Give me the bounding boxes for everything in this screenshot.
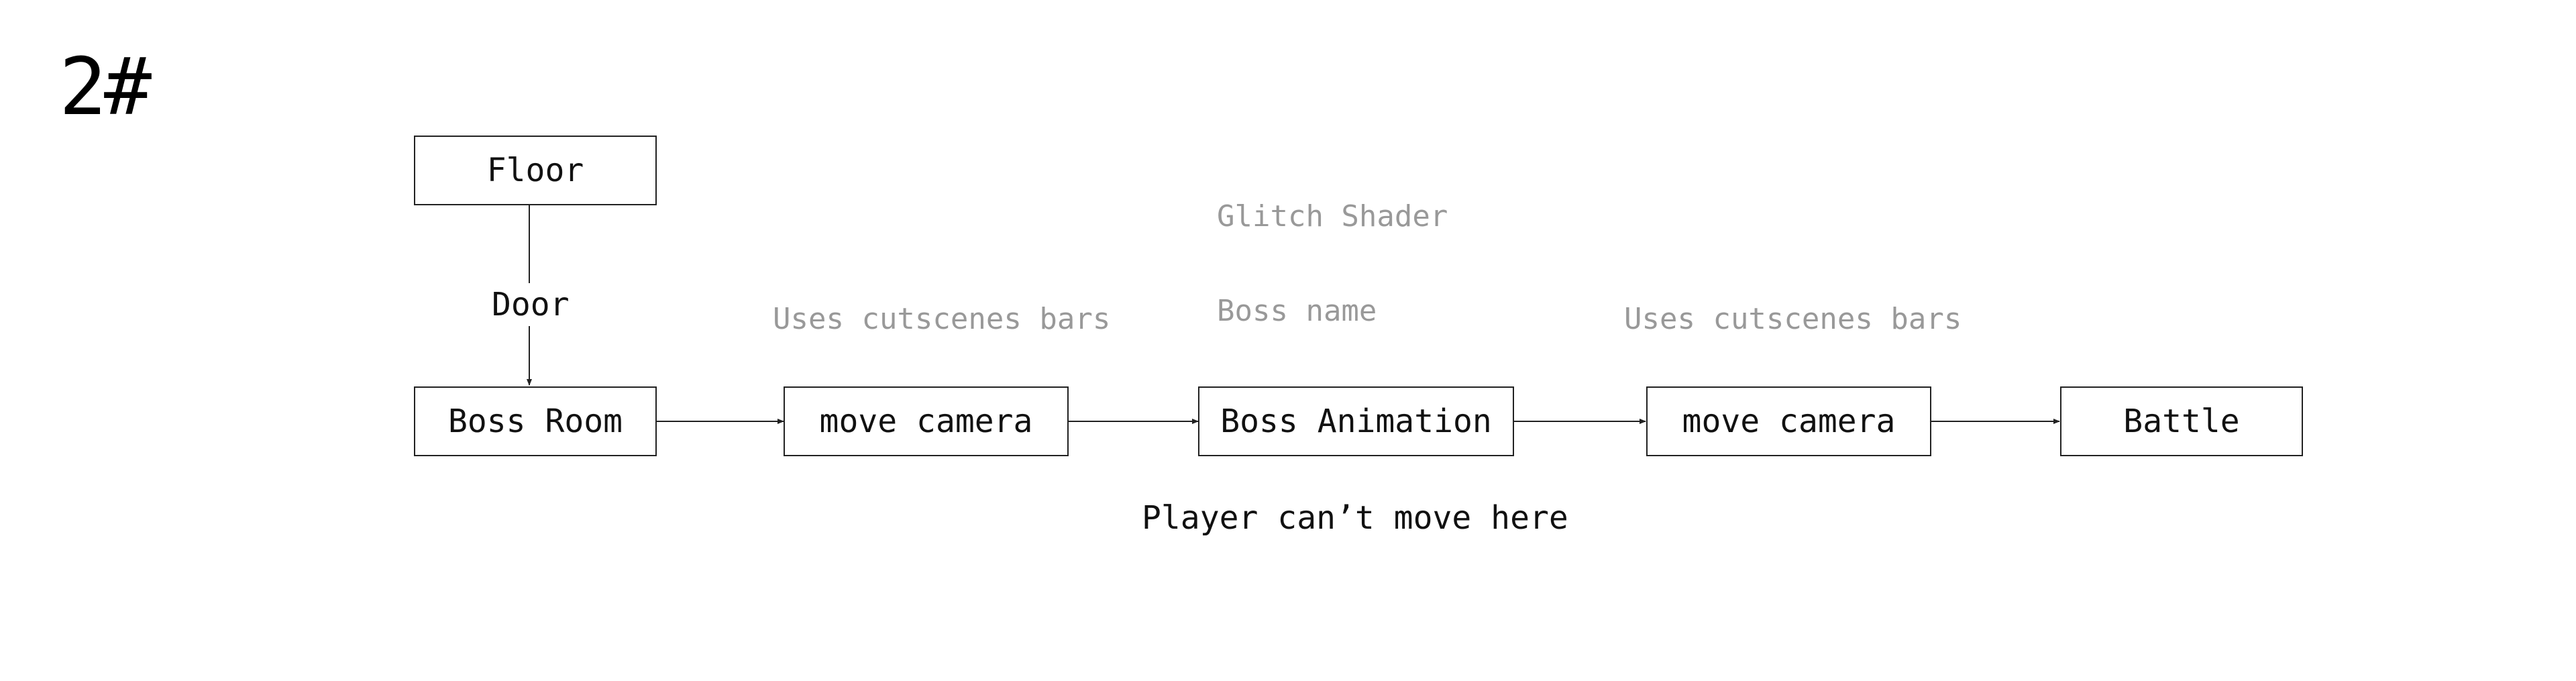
node-move-camera-1: move camera [784,386,1069,456]
diagram-heading: 2# [59,40,152,133]
node-floor: Floor [414,136,657,205]
node-boss-room: Boss Room [414,386,657,456]
node-boss-room-label: Boss Room [447,403,623,440]
node-move-camera-1-label: move camera [819,403,1033,440]
node-move-camera-2-label: move camera [1682,403,1896,440]
caption-player-cant-move: Player can’t move here [1142,499,1568,537]
node-boss-animation-label: Boss Animation [1220,403,1492,440]
edge-label-door: Door [492,286,570,323]
node-battle-label: Battle [2123,403,2240,440]
node-boss-animation: Boss Animation [1198,386,1514,456]
node-move-camera-2: move camera [1646,386,1931,456]
note-uses-cutscene-bars-2: Uses cutscenes bars [1624,302,1962,336]
node-floor-label: Floor [486,152,584,189]
note-uses-cutscene-bars-1: Uses cutscenes bars [773,302,1111,336]
note-boss-name: Boss name [1217,294,1377,328]
node-battle: Battle [2060,386,2303,456]
note-glitch-shader: Glitch Shader [1217,199,1448,233]
